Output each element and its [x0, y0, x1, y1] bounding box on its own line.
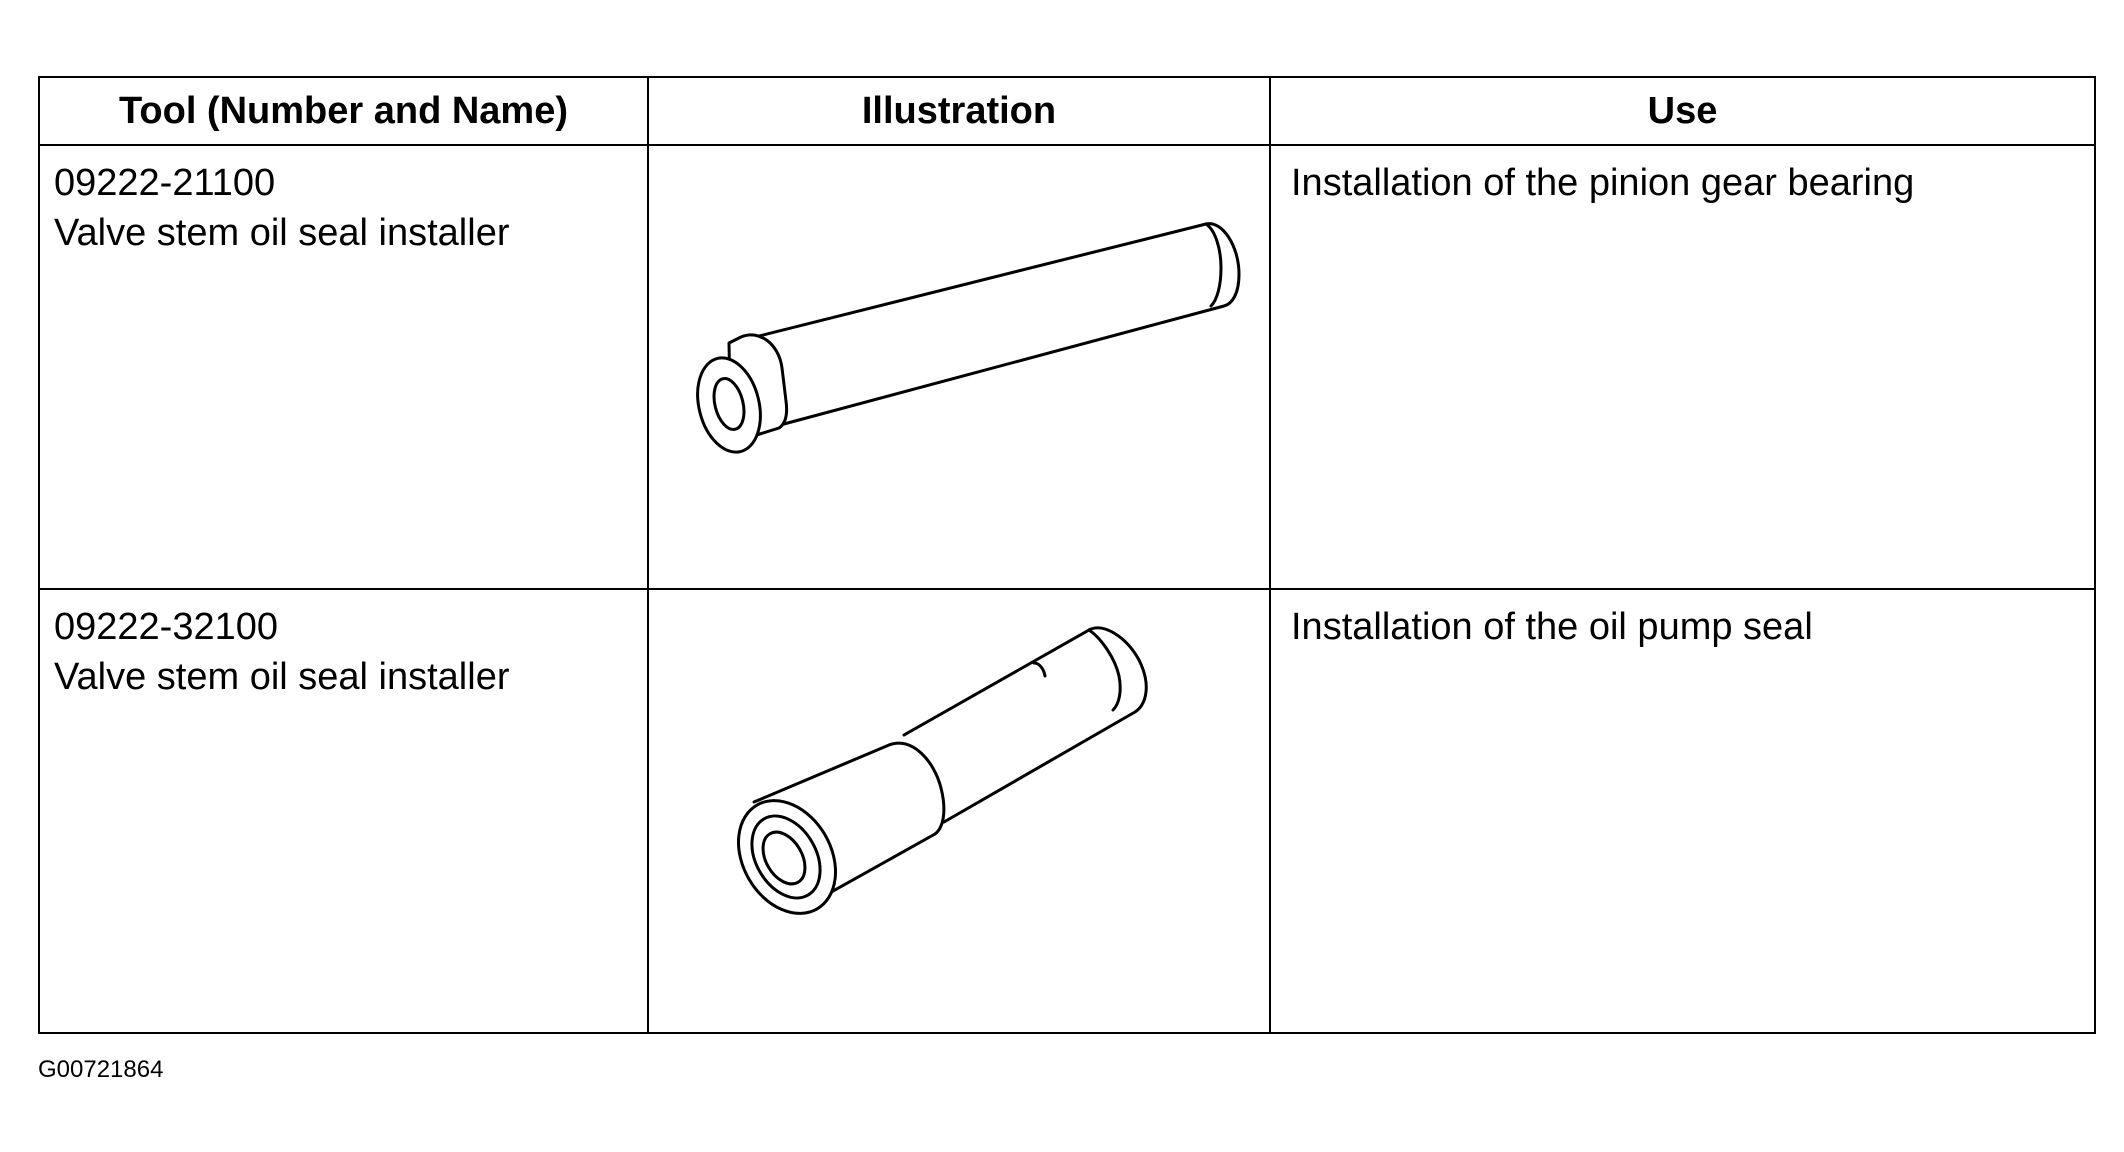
header-use: Use: [1269, 76, 2096, 146]
tool-cell: 09222-21100 Valve stem oil seal installe…: [38, 144, 649, 590]
table-row: 09222-32100 Valve stem oil seal installe…: [38, 588, 2096, 1034]
use-text: Installation of the oil pump seal: [1291, 606, 1813, 648]
use-text: Installation of the pinion gear bearing: [1291, 162, 1915, 204]
special-tools-table: Tool (Number and Name) Illustration Use …: [38, 76, 2096, 1034]
use-cell: Installation of the pinion gear bearing: [1269, 144, 2096, 590]
header-illustration: Illustration: [647, 76, 1271, 146]
illustration-cell: [647, 144, 1271, 590]
use-cell: Installation of the oil pump seal: [1269, 588, 2096, 1034]
tool-cell: 09222-32100 Valve stem oil seal installe…: [38, 588, 649, 1034]
tool-number: 09222-32100: [54, 606, 278, 648]
table-row: 09222-21100 Valve stem oil seal installe…: [38, 144, 2096, 590]
header-tool: Tool (Number and Name): [38, 76, 649, 146]
valve-stem-installer-long-icon: [696, 222, 1241, 454]
tool-name: Valve stem oil seal installer: [54, 656, 510, 698]
tool-name: Valve stem oil seal installer: [54, 212, 510, 254]
illustration-cell: [647, 588, 1271, 1034]
tool-number: 09222-21100: [54, 162, 276, 204]
figure-id: G00721864: [38, 1056, 164, 1083]
table-header-row: Tool (Number and Name) Illustration Use: [38, 76, 2096, 146]
valve-stem-installer-stepped-icon: [737, 626, 1148, 915]
